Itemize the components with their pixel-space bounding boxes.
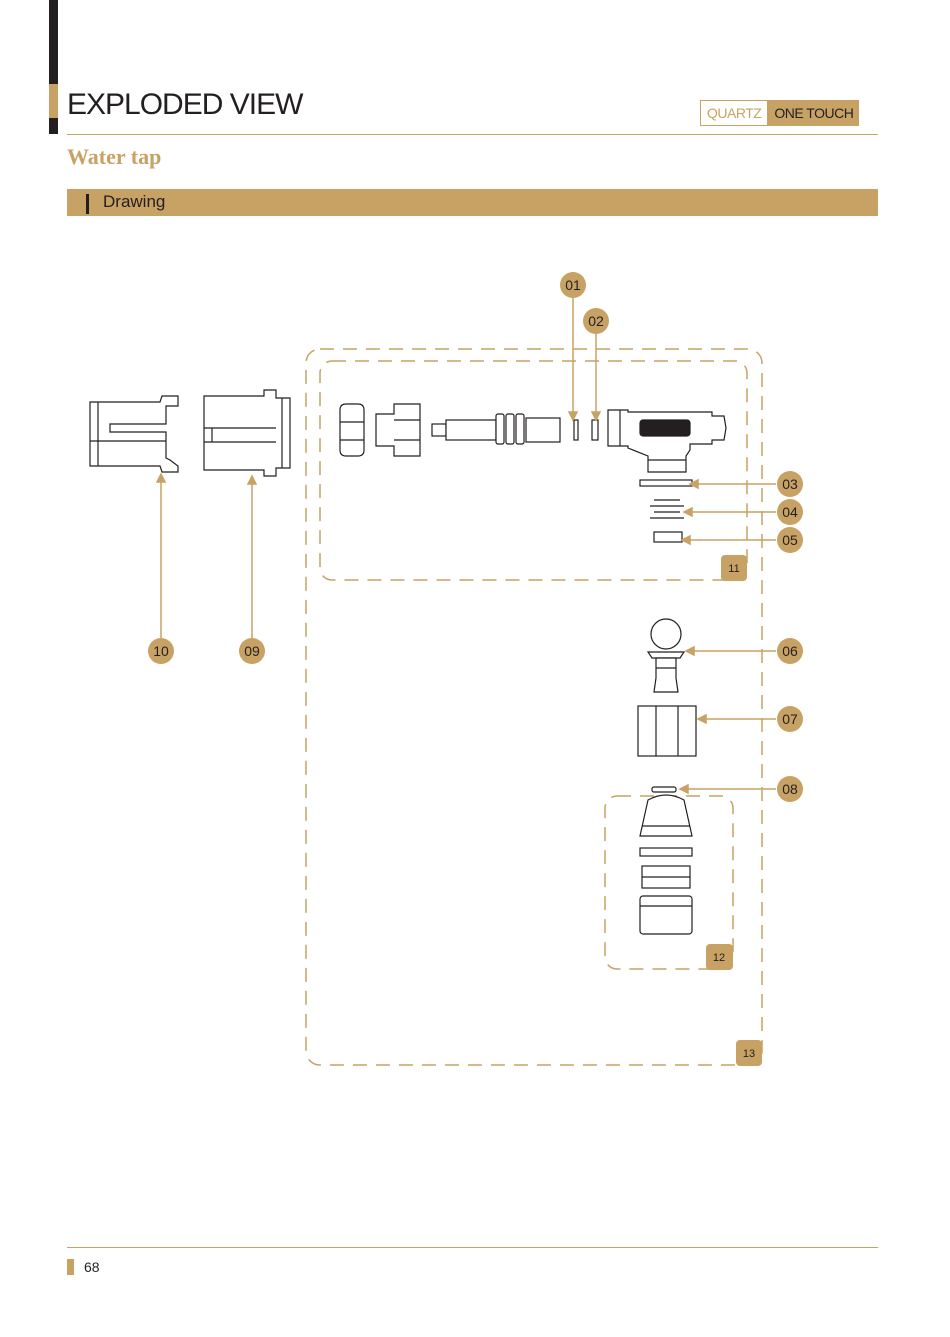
callout-10-label: 10 bbox=[153, 643, 169, 659]
badge-brand: QUARTZ bbox=[700, 100, 769, 126]
section-bar bbox=[67, 189, 878, 216]
page-number-marker bbox=[67, 1259, 74, 1275]
header-rule bbox=[67, 134, 878, 135]
callout-02-label: 02 bbox=[588, 313, 604, 329]
product-badge: QUARTZ ONE TOUCH bbox=[700, 100, 860, 126]
group-13-label: 13 bbox=[743, 1048, 755, 1060]
callout-05-label: 05 bbox=[782, 532, 798, 548]
callout-10-marker bbox=[148, 638, 174, 664]
group-13-outline bbox=[305, 348, 763, 1066]
callout-01-marker bbox=[560, 272, 586, 298]
callout-04-marker bbox=[777, 499, 803, 525]
group-11-tag bbox=[721, 555, 747, 581]
section-tick bbox=[86, 194, 89, 214]
group-11-outline bbox=[319, 360, 748, 581]
page-subtitle: Water tap bbox=[67, 144, 162, 169]
part-09-bushing bbox=[203, 389, 291, 477]
callout-08-marker bbox=[777, 776, 803, 802]
callout-03-label: 03 bbox=[782, 476, 798, 492]
callout-07-label: 07 bbox=[782, 711, 798, 727]
edge-bar-dark-lower bbox=[49, 118, 58, 134]
part-12-assembly bbox=[639, 786, 693, 935]
badge-product: ONE TOUCH bbox=[768, 100, 860, 126]
part-10-clip bbox=[89, 395, 179, 473]
group-12-label: 12 bbox=[713, 952, 725, 964]
callout-04-label: 04 bbox=[782, 504, 798, 520]
group-11-label: 11 bbox=[728, 563, 739, 575]
callout-03-marker bbox=[777, 471, 803, 497]
page-number: 68 bbox=[84, 1259, 100, 1275]
part-11-assembly bbox=[339, 403, 727, 543]
group-12-tag bbox=[706, 944, 733, 970]
callout-06-label: 06 bbox=[782, 643, 798, 659]
page-title: EXPLODED VIEW bbox=[67, 88, 303, 121]
callout-06-marker bbox=[777, 638, 803, 664]
section-label: Drawing bbox=[103, 192, 166, 211]
callout-09-marker bbox=[239, 638, 265, 664]
callout-09-label: 09 bbox=[244, 643, 260, 659]
part-06-ball-stem bbox=[646, 618, 686, 693]
callout-05-marker bbox=[777, 527, 803, 553]
group-13-tag bbox=[736, 1040, 762, 1066]
callout-07-marker bbox=[777, 706, 803, 732]
callout-markers bbox=[148, 272, 803, 1066]
edge-bar-accent bbox=[49, 84, 58, 118]
part-07-hex-nut bbox=[637, 705, 697, 757]
footer-rule bbox=[67, 1247, 878, 1248]
callout-08-label: 08 bbox=[782, 781, 798, 797]
callout-01-label: 01 bbox=[565, 277, 581, 293]
callout-02-marker bbox=[583, 308, 609, 334]
edge-bar-dark bbox=[49, 0, 58, 84]
